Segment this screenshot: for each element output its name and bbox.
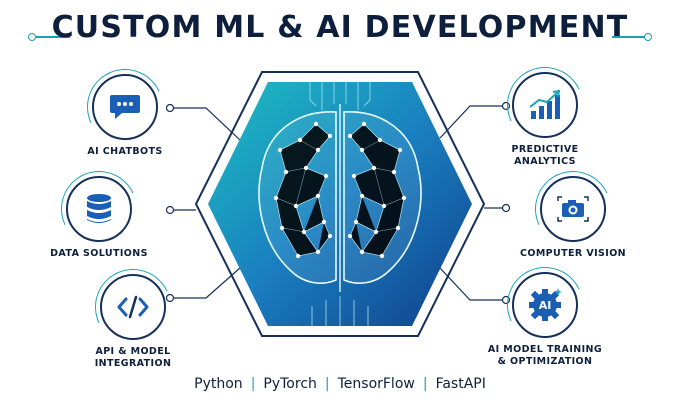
feature-label: AI MODEL TRAINING & OPTIMIZATION [487, 344, 603, 367]
feature-icon-circle [100, 274, 166, 340]
chat-bubble-icon [110, 95, 140, 119]
title-dot-left [28, 33, 36, 41]
tech-item-pytorch: PyTorch [263, 376, 317, 392]
feature-icon-circle [540, 176, 606, 242]
tech-item-tensorflow: TensorFlow [337, 376, 415, 392]
feature-icon-circle [66, 176, 132, 242]
tech-item-fastapi: FastAPI [435, 376, 486, 392]
title-line-left [36, 36, 70, 38]
feature-icon-circle [92, 74, 158, 140]
ai-gear-icon: AI [529, 288, 562, 321]
feature-icon-circle: AI [512, 272, 578, 338]
tech-separator: | [422, 376, 428, 392]
bar-chart-trend-icon [529, 89, 561, 119]
tech-separator: | [324, 376, 330, 392]
feature-ai-chatbots: AI CHATBOTS [60, 74, 190, 158]
feature-label: AI CHATBOTS [87, 146, 163, 157]
database-icon [87, 194, 111, 223]
page-title: CUSTOM ML & AI DEVELOPMENT [51, 10, 629, 45]
camera-icon [557, 196, 589, 222]
feature-label: PREDICTIVE ANALYTICS [511, 144, 579, 167]
feature-api-model-integration: API & MODEL INTEGRATION [68, 274, 198, 370]
ai-badge-text: AI [539, 299, 552, 312]
title-dot-right [644, 33, 652, 41]
feature-predictive-analytics: PREDICTIVE ANALYTICS [480, 72, 610, 168]
feature-computer-vision: COMPUTER VISION [508, 176, 638, 260]
tech-item-python: Python [194, 376, 243, 392]
hexagon-outer [194, 71, 486, 337]
neural-brain-icon [258, 104, 422, 292]
title-line-right [612, 36, 646, 38]
tech-stack-bar: Python | PyTorch | TensorFlow | FastAPI [0, 376, 680, 392]
feature-icon-circle [512, 72, 578, 138]
feature-data-solutions: DATA SOLUTIONS [34, 176, 164, 260]
feature-label: DATA SOLUTIONS [50, 248, 148, 259]
feature-label: COMPUTER VISION [519, 248, 627, 259]
feature-label: API & MODEL INTEGRATION [94, 346, 172, 369]
code-brackets-icon [117, 295, 149, 319]
tech-separator: | [250, 376, 256, 392]
feature-ai-model-training: AI AI MODEL TRAINING & OPTIMIZATION [480, 272, 610, 368]
connector-lines [172, 105, 504, 301]
